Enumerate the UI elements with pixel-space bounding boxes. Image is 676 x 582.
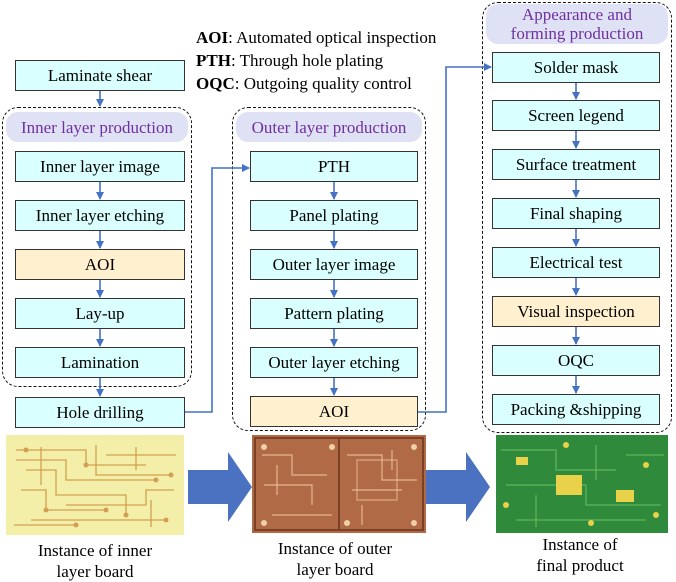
outer-layer-group bbox=[232, 107, 426, 431]
step-pth: PTH bbox=[250, 151, 418, 182]
step-surface-treatment: Surface treatment bbox=[492, 149, 660, 180]
step-outer-aoi: AOI bbox=[250, 396, 418, 427]
step-inner-layer-etching: Inner layer etching bbox=[15, 200, 185, 231]
arrow-aoi-to-solder-mask bbox=[418, 63, 492, 413]
step-visual-inspection: Visual inspection bbox=[492, 296, 660, 327]
inner-layer-board-image bbox=[6, 435, 184, 535]
step-screen-legend: Screen legend bbox=[492, 100, 660, 131]
legend-oqc: OQC: Outgoing quality control bbox=[196, 74, 412, 93]
legend-aoi: AOI: Automated optical inspection bbox=[196, 28, 437, 47]
step-final-shaping: Final shaping bbox=[492, 198, 660, 229]
step-lamination: Lamination bbox=[15, 347, 185, 378]
outer-layer-title: Outer layer production bbox=[236, 112, 422, 142]
appearance-forming-group bbox=[482, 2, 672, 433]
step-lay-up: Lay-up bbox=[15, 298, 185, 329]
step-pattern-plating: Pattern plating bbox=[250, 298, 418, 329]
transition-arrow-1 bbox=[188, 452, 252, 522]
step-laminate-shear: Laminate shear bbox=[15, 60, 185, 91]
step-oqc: OQC bbox=[492, 345, 660, 376]
step-electrical-test: Electrical test bbox=[492, 247, 660, 278]
step-solder-mask: Solder mask bbox=[492, 52, 660, 83]
outer-layer-board-image bbox=[252, 435, 426, 533]
arrow-drilling-to-pth bbox=[185, 164, 250, 413]
step-inner-layer-image: Inner layer image bbox=[15, 151, 185, 182]
step-outer-layer-etching: Outer layer etching bbox=[250, 347, 418, 378]
legend-pth: PTH: Through hole plating bbox=[196, 51, 384, 70]
step-packing-shipping: Packing &shipping bbox=[492, 394, 660, 425]
step-outer-layer-image: Outer layer image bbox=[250, 249, 418, 280]
inner-layer-group bbox=[2, 107, 192, 387]
transition-arrow-2 bbox=[426, 452, 490, 522]
step-inner-aoi: AOI bbox=[15, 249, 185, 280]
step-panel-plating: Panel plating bbox=[250, 200, 418, 231]
inner-layer-title: Inner layer production bbox=[6, 112, 188, 142]
step-hole-drilling: Hole drilling bbox=[15, 397, 185, 428]
final-product-board-image bbox=[496, 435, 668, 533]
